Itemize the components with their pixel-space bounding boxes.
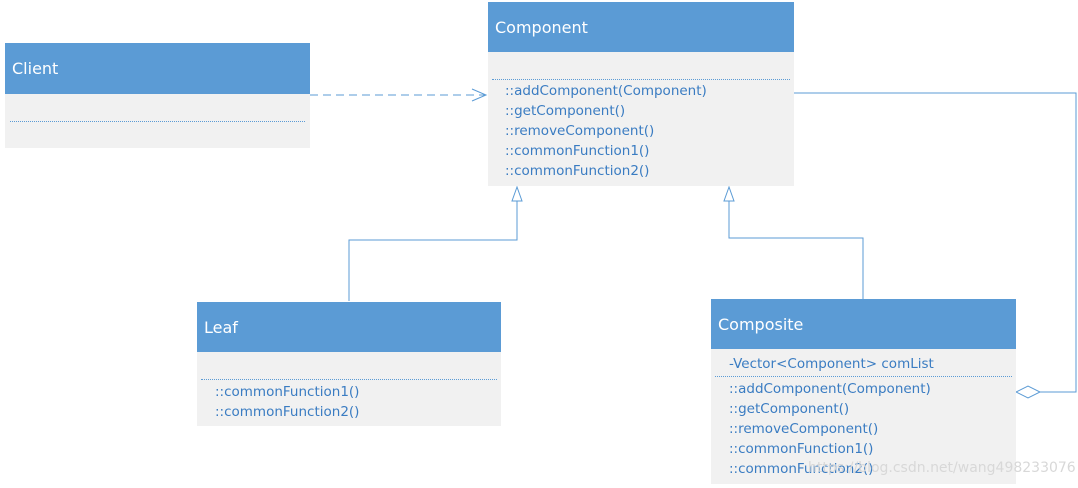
class-name: Leaf xyxy=(204,317,238,337)
class-name: Component xyxy=(495,17,588,37)
class-header: Component xyxy=(488,2,794,52)
client-component-dependency xyxy=(310,88,488,102)
composite-component-aggregation xyxy=(794,92,1077,399)
method-label: ::addComponent(Component) xyxy=(729,381,931,397)
composite-component-generalization xyxy=(723,185,864,299)
class-header: Composite xyxy=(711,299,1016,349)
class-name: Client xyxy=(12,59,59,78)
class-component[interactable]: Component ::addComponent(Component) ::ge… xyxy=(488,2,794,186)
generalization-triangle xyxy=(511,185,523,202)
member-separator xyxy=(201,379,497,380)
aggregation-diamond xyxy=(1014,385,1042,399)
class-client[interactable]: Client xyxy=(5,43,310,148)
generalization-triangle xyxy=(723,185,735,202)
class-header: Client xyxy=(5,43,310,94)
method-label: ::removeComponent() xyxy=(505,123,655,139)
method-label: ::commonFunction2() xyxy=(215,404,360,420)
dependency-arrowhead xyxy=(471,88,488,102)
method-label: ::addComponent(Component) xyxy=(505,83,707,99)
class-name: Composite xyxy=(718,314,804,334)
member-separator xyxy=(715,376,1012,377)
method-label: ::commonFunction1() xyxy=(215,384,360,400)
class-composite[interactable]: Composite -Vector<Component> comList ::a… xyxy=(711,299,1016,484)
generalization-line xyxy=(728,201,864,299)
method-label: ::getComponent() xyxy=(729,401,850,417)
generalization-line xyxy=(348,201,518,301)
class-leaf[interactable]: Leaf ::commonFunction1() ::commonFunctio… xyxy=(197,302,501,426)
method-label: ::commonFunction1() xyxy=(505,143,650,159)
method-label: ::removeComponent() xyxy=(729,421,879,437)
class-header: Leaf xyxy=(197,302,501,352)
method-label: ::getComponent() xyxy=(505,103,626,119)
attribute-label: -Vector<Component> comList xyxy=(729,356,934,372)
member-separator xyxy=(10,121,305,122)
member-separator xyxy=(492,79,790,80)
leaf-component-generalization xyxy=(348,185,523,301)
watermark-text: https://blog.csdn.net/wang498233076 xyxy=(808,460,1076,476)
method-label: ::commonFunction2() xyxy=(505,163,650,179)
aggregation-line xyxy=(794,92,1077,393)
method-label: ::commonFunction2() xyxy=(729,461,874,477)
method-label: ::commonFunction1() xyxy=(729,441,874,457)
